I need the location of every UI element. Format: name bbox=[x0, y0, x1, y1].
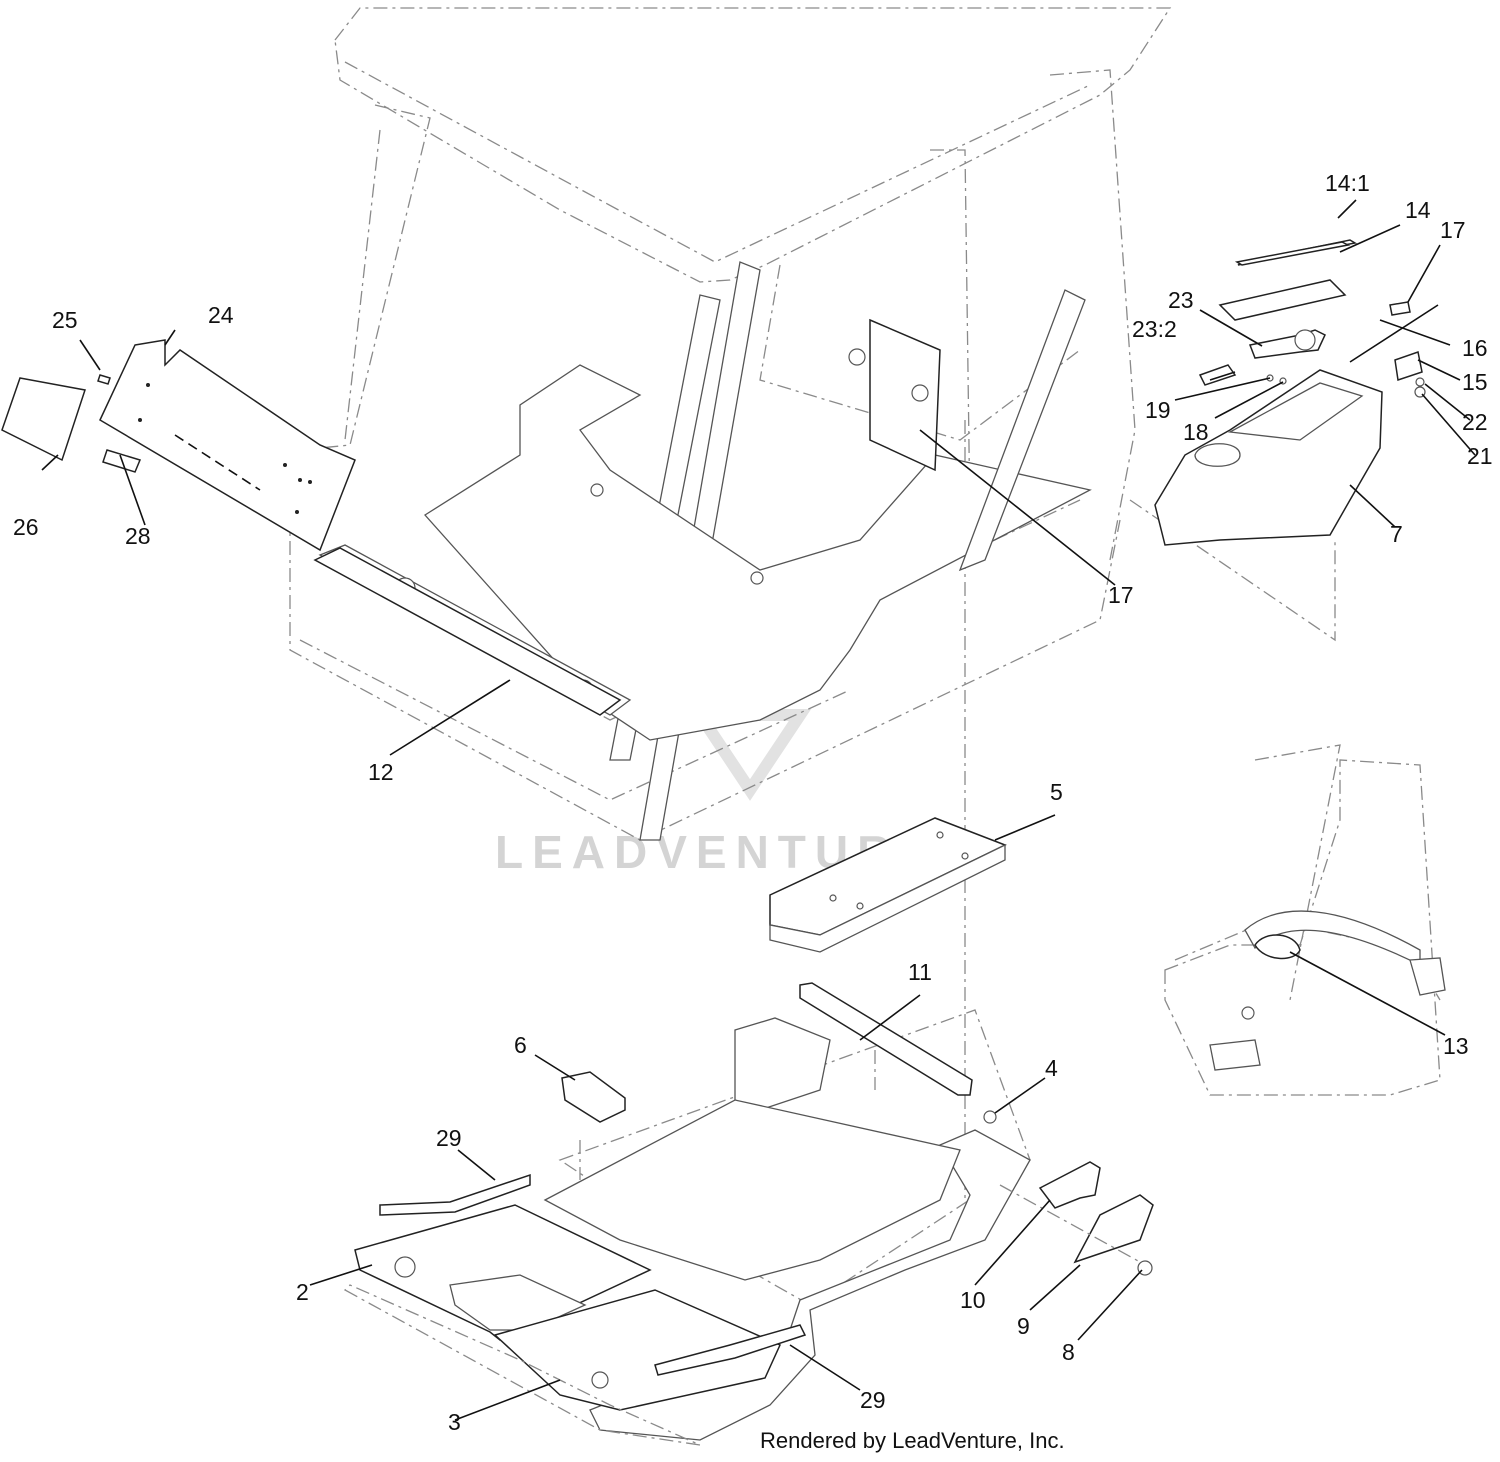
part-26-decal bbox=[1, 377, 86, 462]
rear-post-right bbox=[958, 289, 1086, 572]
part-10-bracket bbox=[1038, 1161, 1101, 1209]
callout-23: 23 bbox=[1168, 287, 1194, 313]
callout-24: 24 bbox=[208, 302, 234, 328]
callout-14: 14 bbox=[1405, 197, 1431, 223]
knob bbox=[911, 384, 929, 402]
part-15-bracket bbox=[1394, 351, 1423, 381]
callout-10: 10 bbox=[960, 1287, 986, 1313]
frame-side-right bbox=[589, 1129, 1031, 1441]
part-29-trim-strip-upper bbox=[379, 1173, 531, 1216]
armrest-opening bbox=[1227, 382, 1364, 441]
rear-panel bbox=[759, 264, 1081, 441]
callout-7: 7 bbox=[1390, 521, 1403, 547]
frame-floor-plate bbox=[543, 1099, 961, 1281]
cab-structure bbox=[318, 261, 1092, 841]
part-14-1-label-face bbox=[1234, 241, 1351, 266]
part-9-plate bbox=[1073, 1194, 1154, 1264]
floor-plate bbox=[424, 364, 1092, 741]
callout-16: 16 bbox=[1462, 335, 1488, 361]
part-13-clamp bbox=[1254, 934, 1301, 960]
part-24-side-panel bbox=[99, 339, 356, 552]
callout-23-2: 23:2 bbox=[1132, 316, 1177, 342]
part-29-trim-strip-lower bbox=[654, 1324, 807, 1376]
rear-pillar-right bbox=[1049, 69, 1136, 561]
part-5-plate bbox=[769, 817, 1007, 953]
callout-5: 5 bbox=[1050, 779, 1063, 805]
plate-hole bbox=[961, 852, 969, 860]
inset-valve bbox=[1409, 957, 1446, 996]
callout-28: 28 bbox=[125, 523, 151, 549]
part-22-washer bbox=[1415, 377, 1425, 387]
floor-hole bbox=[590, 483, 604, 497]
callouts: 14:1 14 17 23 23:2 16 15 19 22 18 21 7 1… bbox=[13, 170, 1493, 1435]
part-3-hole bbox=[591, 1371, 609, 1389]
callout-17: 17 bbox=[1440, 217, 1466, 243]
plate-hole bbox=[856, 902, 864, 910]
callout-8: 8 bbox=[1062, 1339, 1075, 1365]
armrest-guide bbox=[1129, 499, 1336, 642]
floor-hole bbox=[750, 571, 764, 585]
armrest-cup bbox=[1194, 443, 1241, 467]
callout-9: 9 bbox=[1017, 1313, 1030, 1339]
callout-29-lower: 29 bbox=[860, 1387, 886, 1413]
knob bbox=[848, 348, 866, 366]
front-pillar-left bbox=[299, 104, 431, 451]
callout-3: 3 bbox=[448, 1409, 461, 1435]
footer-credit: Rendered by LeadVenture, Inc. bbox=[760, 1428, 1065, 1453]
armrest-assembly bbox=[1154, 239, 1439, 546]
callout-18: 17 bbox=[1108, 582, 1134, 608]
inset-hose bbox=[1244, 910, 1421, 967]
mat-base-outline bbox=[343, 1284, 701, 1446]
callout-20: 19 bbox=[1145, 397, 1171, 423]
part-25-fastener bbox=[97, 374, 111, 385]
part-6-block bbox=[561, 1071, 626, 1123]
callout-6: 6 bbox=[514, 1032, 527, 1058]
inset-bolt bbox=[1241, 1006, 1255, 1020]
frame-rear-tube bbox=[734, 1017, 831, 1111]
front-pillar-left-inner bbox=[344, 129, 381, 441]
callout-25: 25 bbox=[52, 307, 78, 333]
callout-4: 4 bbox=[1045, 1055, 1058, 1081]
callout-11: 11 bbox=[908, 959, 932, 985]
part-16-rod bbox=[1349, 304, 1439, 363]
part-18-panel bbox=[848, 318, 941, 472]
callout-21: 21 bbox=[1467, 443, 1493, 469]
frame-lower bbox=[299, 639, 851, 801]
part-4-nut bbox=[983, 1110, 997, 1124]
plate-hole bbox=[829, 894, 837, 902]
callout-2: 2 bbox=[296, 1279, 309, 1305]
callout-14-1: 14:1 bbox=[1325, 170, 1370, 196]
leader-lines bbox=[41, 199, 1476, 1421]
mid-pillar bbox=[930, 149, 971, 521]
part-17-clip bbox=[1389, 301, 1411, 316]
part-14-lid bbox=[1218, 279, 1347, 321]
roof-inner bbox=[344, 61, 1091, 263]
part-23-2-insert bbox=[1198, 364, 1237, 386]
callout-15: 15 bbox=[1462, 369, 1488, 395]
callout-29-upper: 29 bbox=[436, 1125, 462, 1151]
part-3-floor-mat bbox=[493, 1289, 781, 1411]
callout-26: 26 bbox=[13, 514, 39, 540]
key-tool-hole bbox=[1294, 329, 1316, 351]
roof-outline bbox=[334, 7, 1172, 283]
callout-19: 18 bbox=[1183, 419, 1209, 445]
part-11-bar bbox=[799, 982, 973, 1096]
part-2-hole bbox=[394, 1256, 416, 1278]
inset-view bbox=[1164, 744, 1446, 1096]
callout-13: 13 bbox=[1443, 1033, 1469, 1059]
part-12-mat bbox=[313, 547, 622, 716]
plate-hole bbox=[936, 831, 944, 839]
callout-22: 22 bbox=[1462, 409, 1488, 435]
lower-frame bbox=[543, 1009, 1031, 1441]
inset-mount bbox=[1209, 1039, 1261, 1071]
callout-12: 12 bbox=[368, 759, 394, 785]
